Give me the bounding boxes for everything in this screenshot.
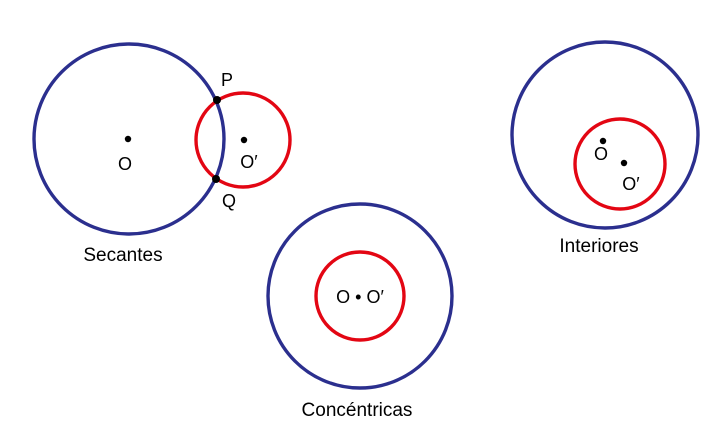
secantes-intersection-P-dot bbox=[213, 96, 221, 104]
secantes-point-Q-label: Q bbox=[222, 191, 236, 211]
interiores-caption: Interiores bbox=[559, 236, 638, 257]
secantes-inner-circle bbox=[194, 91, 292, 189]
secantes-center-Oprime-label: O′ bbox=[240, 152, 258, 172]
interiores-outer-circle bbox=[510, 40, 700, 230]
secantes-outer-circle bbox=[32, 42, 226, 236]
concentricas-inner-circle bbox=[314, 250, 406, 342]
concentricas-outer-circle bbox=[266, 202, 454, 390]
interiores-center-Oprime-dot bbox=[620, 159, 628, 167]
concentricas-shared-center-label: O • O′ bbox=[336, 287, 384, 307]
interiores-center-O-label: O bbox=[594, 144, 608, 164]
secantes-intersection-Q-dot bbox=[212, 175, 220, 183]
secantes-caption: Secantes bbox=[83, 245, 162, 266]
secantes-center-O-label: O bbox=[118, 154, 132, 174]
figure-secantes: O O′ P Q Secantes bbox=[32, 42, 292, 266]
secantes-center-O-dot bbox=[124, 135, 132, 143]
figure-concentricas: O • O′ Concéntricas bbox=[266, 202, 454, 421]
interiores-inner-circle bbox=[573, 117, 667, 211]
interiores-center-O-dot bbox=[599, 137, 607, 145]
figure-interiores: O O′ Interiores bbox=[510, 40, 700, 257]
secantes-point-P-label: P bbox=[221, 70, 233, 90]
interiores-center-Oprime-label: O′ bbox=[622, 174, 640, 194]
concentricas-caption: Concéntricas bbox=[302, 400, 413, 421]
secantes-center-Oprime-dot bbox=[240, 136, 248, 144]
